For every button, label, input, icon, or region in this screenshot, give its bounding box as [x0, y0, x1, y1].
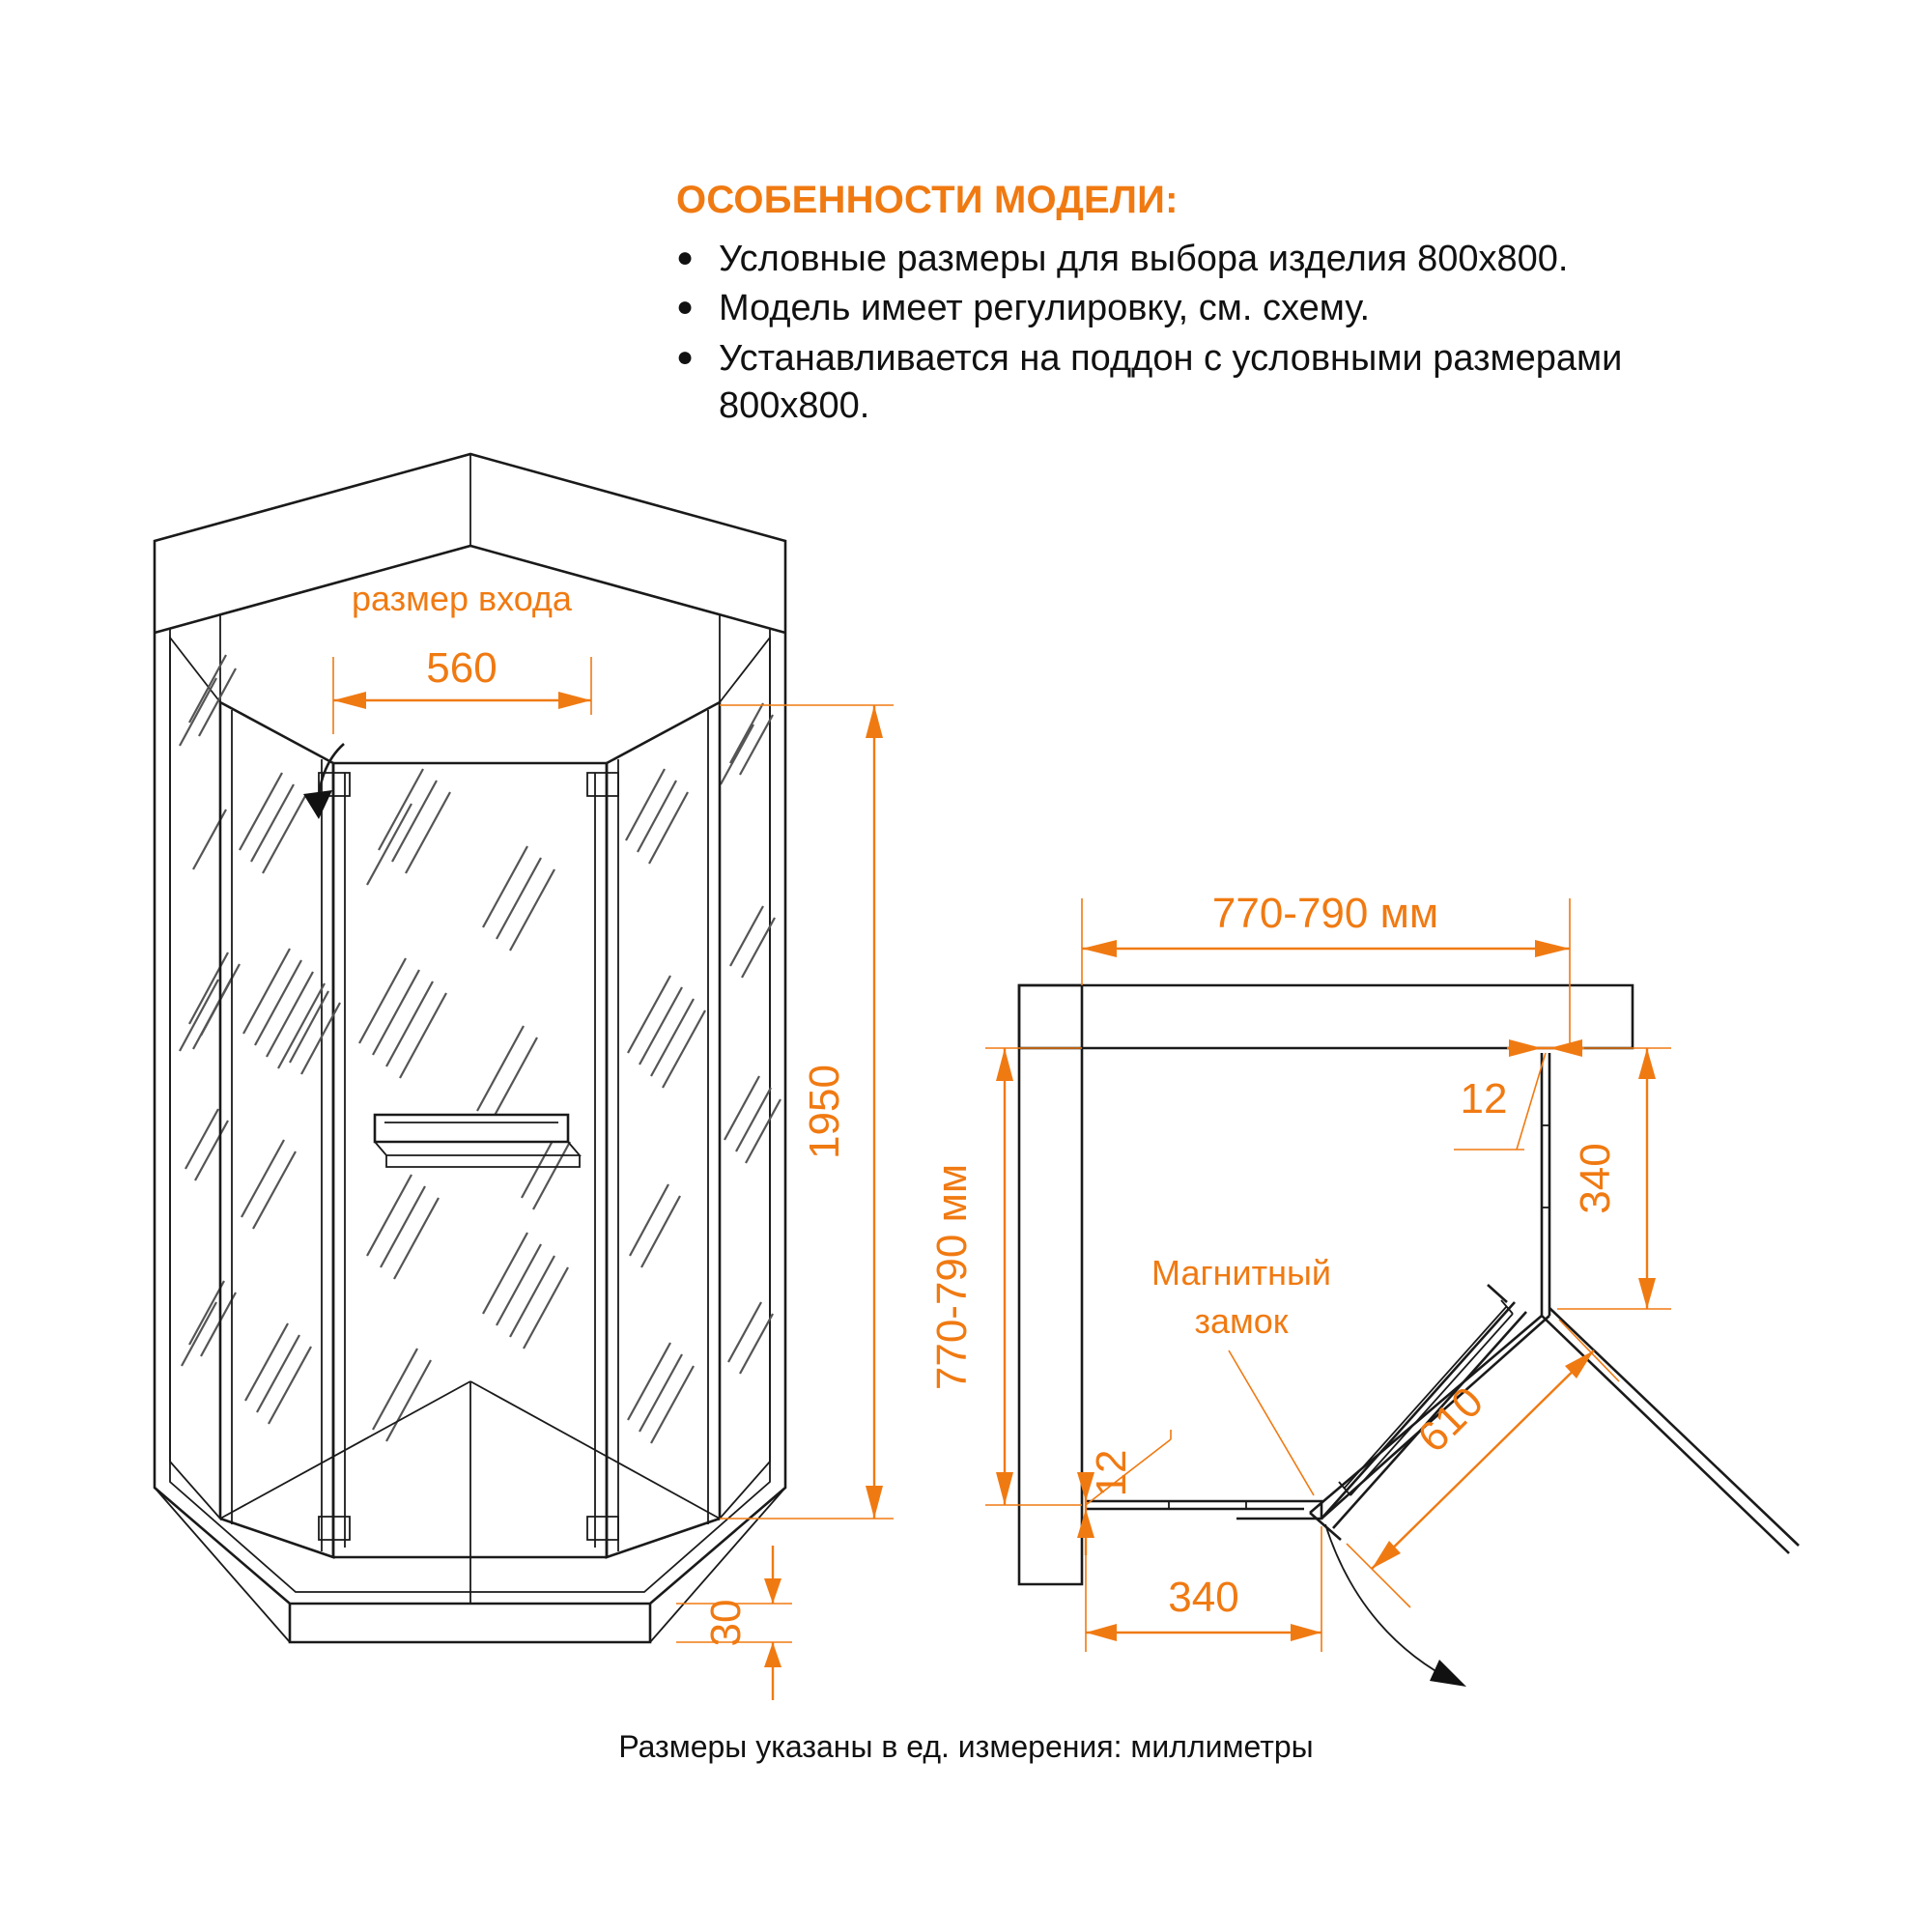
plan-left-wall	[1017, 983, 1084, 1586]
hinge-bottom-left	[318, 1516, 351, 1541]
hinge-bottom-right	[586, 1516, 619, 1541]
list-item: ● Условные размеры для выбора изделия 80…	[676, 236, 1758, 283]
overall-height-value: 1950	[801, 1065, 848, 1159]
plan-top-wall	[1017, 983, 1634, 1050]
magnet-lock-leader	[1228, 1350, 1315, 1496]
dimension-entry-width: 560	[332, 644, 592, 734]
top-frame	[153, 452, 787, 702]
front-right-glass	[605, 700, 722, 1559]
bullet-icon: ●	[676, 340, 695, 373]
front-left-glass	[218, 700, 335, 1559]
magnet-lock-label-line2: замок	[1194, 1301, 1288, 1341]
list-item: ● Модель имеет регулировку, см. схему.	[676, 285, 1758, 332]
plan-depth-value: 770-790 мм	[928, 1164, 976, 1390]
offset-right-value: 340	[1572, 1143, 1619, 1213]
plan-view-enclosure: Магнитный замок 770-790 мм	[928, 890, 1800, 1687]
dimension-offset-right: 340	[1549, 1047, 1671, 1310]
features-title: ОСОБЕННОСТИ МОДЕЛИ:	[676, 179, 1179, 221]
plan-width-value: 770-790 мм	[1212, 890, 1438, 937]
offset-bottom-value: 340	[1168, 1574, 1238, 1621]
dimension-plan-width: 770-790 мм	[1081, 890, 1571, 1048]
dimension-thickness-left: 12	[1077, 1430, 1172, 1555]
tray-height-value: 30	[702, 1600, 750, 1647]
door-swing-arrow	[303, 743, 345, 819]
feature-text: Условные размеры для выбора изделия 800x…	[719, 239, 1569, 279]
glass-hatching-door	[289, 768, 571, 1442]
plan-corner-assembly	[1309, 1284, 1550, 1520]
shower-tray	[153, 1380, 787, 1644]
glass-hatching-front-right	[625, 768, 706, 1444]
glass-hatching-left	[179, 654, 241, 1367]
left-glass-panel	[169, 635, 241, 1521]
model-features-block: ОСОБЕННОСТИ МОДЕЛИ: ● Условные размеры д…	[676, 179, 1758, 433]
list-item: ● Устанавливается на поддон с условными …	[676, 335, 1758, 431]
glass-hatching-right	[720, 702, 781, 1375]
entry-width-value: 560	[426, 644, 497, 692]
isometric-shower-enclosure: 560 размер входа 1950 30	[153, 452, 894, 1700]
plan-fixed-panel-right	[1540, 1053, 1551, 1316]
feature-text: Устанавливается на поддон с условными ра…	[719, 337, 1623, 427]
dimension-offset-bottom: 340	[1085, 1513, 1322, 1652]
left-post	[153, 628, 171, 1454]
hinge-top-right	[586, 772, 619, 797]
glass-hatching-front-left	[239, 772, 326, 1425]
door-handle	[373, 1113, 582, 1168]
dimension-thickness-right: 12	[1454, 1039, 1584, 1151]
dimension-door-leaf: 610	[1346, 1319, 1620, 1608]
features-list: ● Условные размеры для выбора изделия 80…	[676, 236, 1758, 431]
dimension-overall-height: 1950	[720, 704, 894, 1520]
plan-door-swing-arc	[1324, 1523, 1466, 1687]
bullet-icon: ●	[676, 291, 695, 324]
plan-fixed-panel-bottom	[1086, 1499, 1323, 1520]
dimension-tray-height: 30	[676, 1546, 792, 1700]
door-leaf-value: 610	[1408, 1378, 1492, 1462]
feature-text: Модель имеет регулировку, см. схему.	[719, 288, 1371, 329]
door-glass-panel	[289, 761, 609, 1559]
right-glass-panel	[719, 635, 781, 1521]
thickness-left-value: 12	[1088, 1450, 1135, 1497]
right-post	[769, 628, 787, 1454]
bullet-icon: ●	[676, 242, 695, 273]
plan-door-leaf-open	[1309, 1299, 1800, 1554]
dimension-plan-depth: 770-790 мм	[928, 1047, 1082, 1506]
thickness-right-value: 12	[1461, 1075, 1508, 1122]
entry-size-label: размер входа	[352, 579, 573, 618]
magnet-lock-label-line1: Магнитный	[1151, 1253, 1331, 1293]
units-note: Размеры указаны в ед. измерения: миллиме…	[618, 1729, 1314, 1764]
